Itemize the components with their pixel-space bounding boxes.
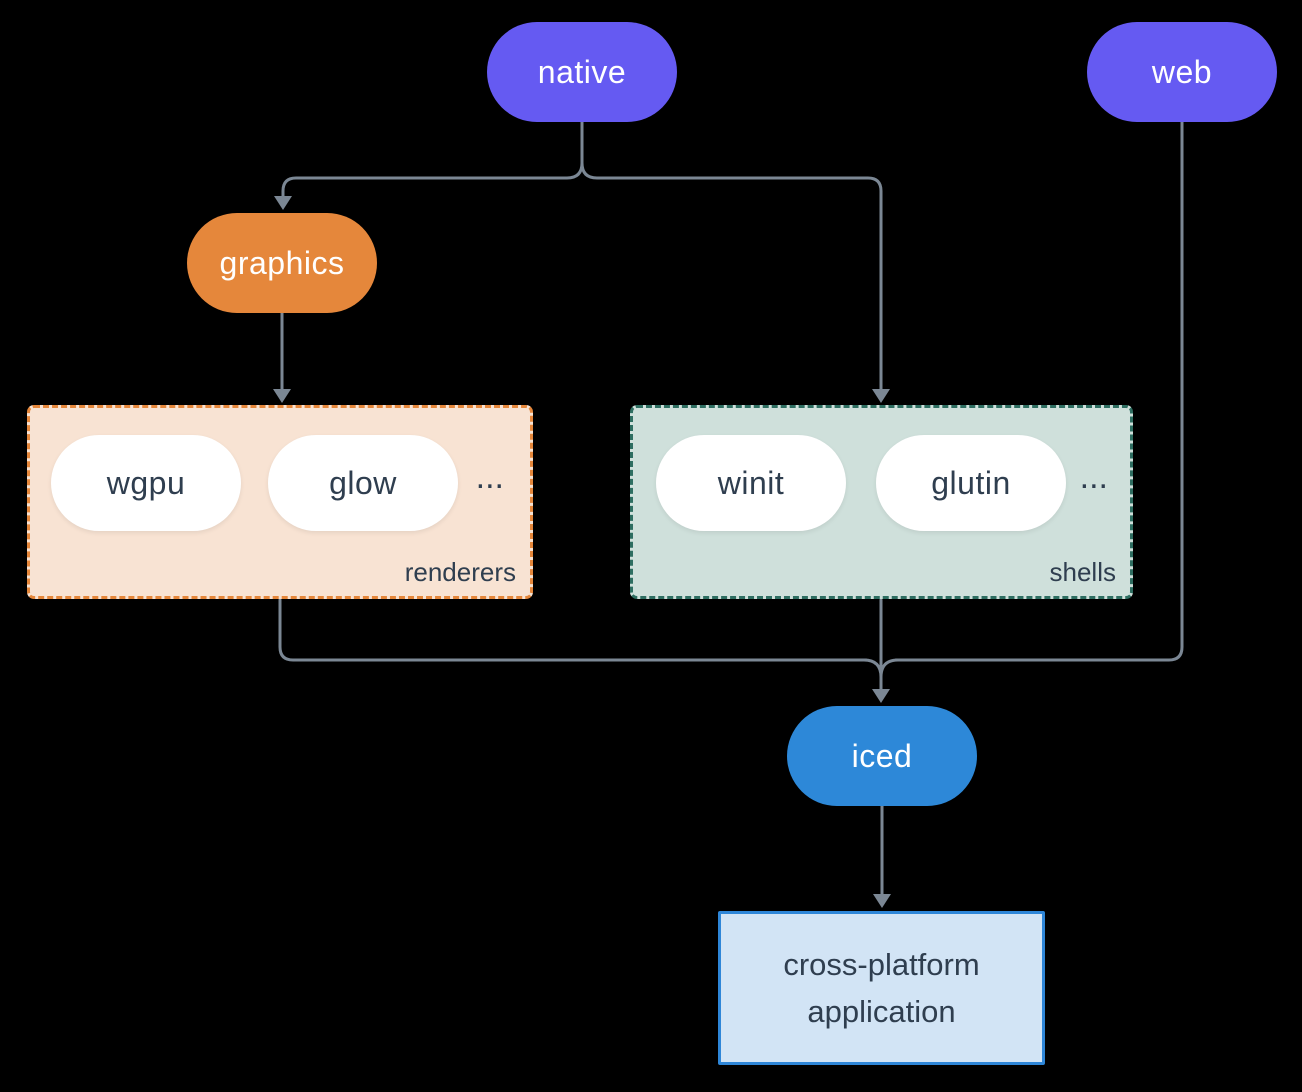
node-iced-label: iced <box>851 737 913 774</box>
connector-native-to-graphics <box>281 120 584 198</box>
shells-ellipsis: ... <box>1079 458 1108 496</box>
renderers-group-label: renderers <box>404 557 516 587</box>
node-winit: winit <box>656 435 846 531</box>
node-glutin-label: glutin <box>931 464 1011 501</box>
arrowhead-app <box>873 894 891 908</box>
node-wgpu-label: wgpu <box>106 464 186 501</box>
connector-merge-flare-right <box>879 658 900 679</box>
node-graphics-label: graphics <box>219 244 345 281</box>
arrowhead-graphics <box>274 196 292 210</box>
connector-renderers-to-merge <box>278 598 868 662</box>
arrowhead-shells <box>872 389 890 403</box>
node-glow: glow <box>268 435 458 531</box>
group-renderers: wgpu glow ... renderers <box>27 405 533 599</box>
group-shells: winit glutin ... shells <box>630 405 1133 599</box>
connector-native-to-shells <box>580 161 883 392</box>
node-glow-label: glow <box>329 464 397 501</box>
connector-web-to-merge <box>894 120 1184 662</box>
node-web-label: web <box>1151 53 1213 90</box>
node-web: web <box>1087 22 1277 122</box>
node-native-label: native <box>537 53 627 90</box>
renderers-ellipsis: ... <box>475 458 504 496</box>
app-label-line2: application <box>807 994 956 1029</box>
shells-group-label: shells <box>1049 557 1116 587</box>
node-iced: iced <box>787 706 977 806</box>
node-graphics: graphics <box>187 213 377 313</box>
node-glutin: glutin <box>876 435 1066 531</box>
connector-merge-flare-left <box>862 658 883 679</box>
arrowhead-renderers <box>273 389 291 403</box>
node-native: native <box>487 22 677 122</box>
app-label-line1: cross-platform <box>783 947 980 982</box>
node-cross-platform-application: cross-platform application <box>718 911 1045 1065</box>
node-wgpu: wgpu <box>51 435 241 531</box>
node-winit-label: winit <box>717 464 785 501</box>
arrowhead-iced <box>872 689 890 703</box>
